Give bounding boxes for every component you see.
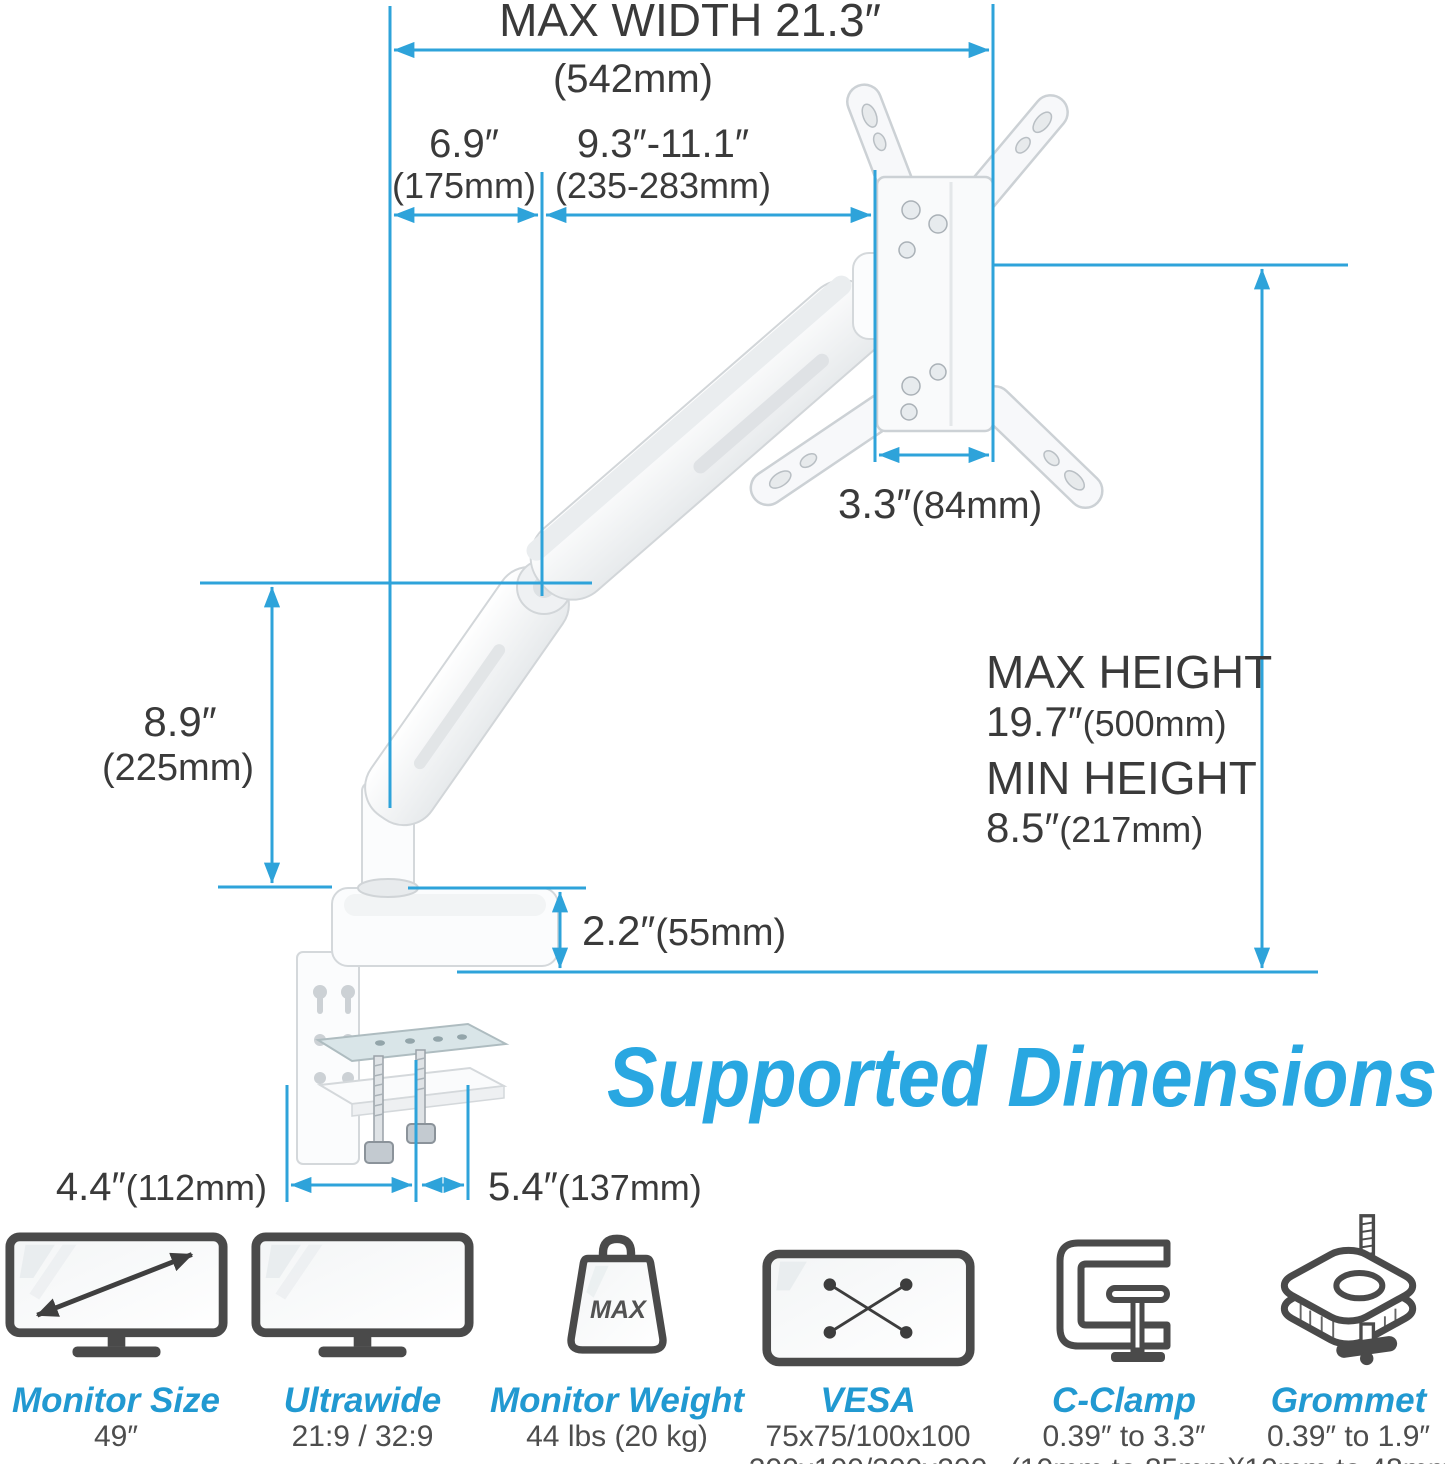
upper-arm bbox=[526, 275, 887, 601]
clamp-width-value: 5.4″ bbox=[488, 1165, 558, 1209]
max-height-label: MAX HEIGHT bbox=[986, 646, 1272, 698]
spec-value: 0.39″ to 3.3″ bbox=[1042, 1420, 1206, 1453]
dimension-diagram: MAX WIDTH 21.3″ (542mm) 6.9″ (175mm) 9.3… bbox=[56, 0, 1437, 1209]
clamp-lower-arm-front bbox=[351, 1085, 505, 1117]
arm2-label: 9.3″-11.1″ bbox=[577, 122, 749, 166]
spec-value: (10mm to 48mm) bbox=[1234, 1453, 1445, 1464]
clamp-depth-label: 4.4″(112mm) bbox=[56, 1165, 267, 1209]
vesa-depth-label: 3.3″(84mm) bbox=[838, 480, 1042, 527]
riser-height-value: 8.9″ bbox=[143, 698, 216, 745]
spec-value: 49″ bbox=[94, 1420, 138, 1453]
max-height-value-line: 19.7″(500mm) bbox=[986, 698, 1227, 745]
spec-value: 21:9 / 32:9 bbox=[291, 1420, 434, 1453]
monitor-weight-icon: MAX bbox=[547, 1228, 687, 1368]
min-height-value: 8.5″ bbox=[986, 804, 1059, 851]
clamp-width-label: 5.4″(137mm) bbox=[488, 1165, 702, 1209]
spec-value: 75x75/100x100 bbox=[765, 1420, 971, 1453]
spec-label: Monitor Weight bbox=[489, 1381, 745, 1420]
min-height-label: MIN HEIGHT bbox=[986, 752, 1257, 804]
spec-vesa: VESA 75x75/100x100 200x100/200x200 bbox=[742, 1228, 994, 1464]
section-title: Supported Dimensions bbox=[607, 1030, 1437, 1124]
grommet-icon bbox=[1270, 1214, 1428, 1368]
spec-c-clamp: C-Clamp 0.39″ to 3.3″ (10mm to 85mm) bbox=[1008, 1228, 1240, 1464]
clamp-depth-value: 4.4″ bbox=[56, 1165, 126, 1209]
vesa-icon bbox=[761, 1228, 976, 1368]
spec-value: 0.39″ to 1.9″ bbox=[1266, 1420, 1431, 1453]
spec-value: (10mm to 85mm) bbox=[1010, 1453, 1238, 1464]
ultrawide-icon bbox=[250, 1228, 475, 1368]
max-width-sub: (542mm) bbox=[553, 57, 713, 101]
spec-label: VESA bbox=[820, 1381, 916, 1420]
dimension-lines bbox=[200, 4, 1348, 1202]
arm1-label: 6.9″ bbox=[429, 122, 499, 166]
monitor-arm-illustration bbox=[296, 83, 1104, 1165]
spec-label: C-Clamp bbox=[1052, 1381, 1196, 1420]
base-height-sub: (55mm) bbox=[655, 912, 786, 954]
max-height-value: 19.7″ bbox=[986, 698, 1083, 745]
arm1-sub: (175mm) bbox=[392, 165, 536, 206]
spec-value: 44 lbs (20 kg) bbox=[526, 1420, 708, 1453]
min-height-value-line: 8.5″(217mm) bbox=[986, 804, 1203, 851]
max-height-sub: (500mm) bbox=[1083, 703, 1227, 744]
max-weight-text: MAX bbox=[590, 1296, 648, 1324]
spec-label: Monitor Size bbox=[11, 1381, 221, 1420]
vesa-plate-screws bbox=[898, 200, 948, 421]
spec-monitor-size: Monitor Size 49″ bbox=[0, 1228, 232, 1453]
spec-monitor-weight: MAX Monitor Weight 44 lbs (20 kg) bbox=[490, 1228, 744, 1453]
arm2-sub: (235-283mm) bbox=[555, 165, 771, 206]
monitor-size-icon bbox=[4, 1228, 229, 1368]
riser-height-sub: (225mm) bbox=[102, 747, 254, 789]
clamp-plate-holes bbox=[375, 1034, 467, 1046]
vesa-depth-sub: (84mm) bbox=[911, 485, 1042, 527]
vesa-depth-value: 3.3″ bbox=[838, 480, 911, 527]
base-height-label: 2.2″(55mm) bbox=[582, 907, 786, 954]
clamp-depth-sub: (112mm) bbox=[126, 1167, 267, 1208]
supported-dimensions-row: Monitor Size 49″ Ultrawide 21:9 / 32:9 M… bbox=[0, 1214, 1445, 1464]
base-plate-top bbox=[344, 894, 546, 916]
clamp-bolts bbox=[364, 1049, 436, 1164]
c-clamp-icon bbox=[1049, 1228, 1199, 1368]
spec-grommet: Grommet 0.39″ to 1.9″ (10mm to 48mm) bbox=[1234, 1214, 1445, 1464]
max-width-label: MAX WIDTH 21.3″ bbox=[499, 0, 881, 46]
clamp-width-sub: (137mm) bbox=[558, 1167, 702, 1208]
spec-label: Ultrawide bbox=[283, 1381, 442, 1420]
spec-label: Grommet bbox=[1270, 1381, 1427, 1420]
min-height-sub: (217mm) bbox=[1059, 809, 1203, 850]
base-height-value: 2.2″ bbox=[582, 907, 655, 954]
spec-ultrawide: Ultrawide 21:9 / 32:9 bbox=[250, 1228, 475, 1453]
vesa-wings bbox=[749, 83, 1104, 510]
desk-clamp bbox=[296, 951, 510, 1165]
diagonal-arrow bbox=[35, 1252, 193, 1318]
spec-value: 200x100/200x200 bbox=[749, 1453, 988, 1464]
